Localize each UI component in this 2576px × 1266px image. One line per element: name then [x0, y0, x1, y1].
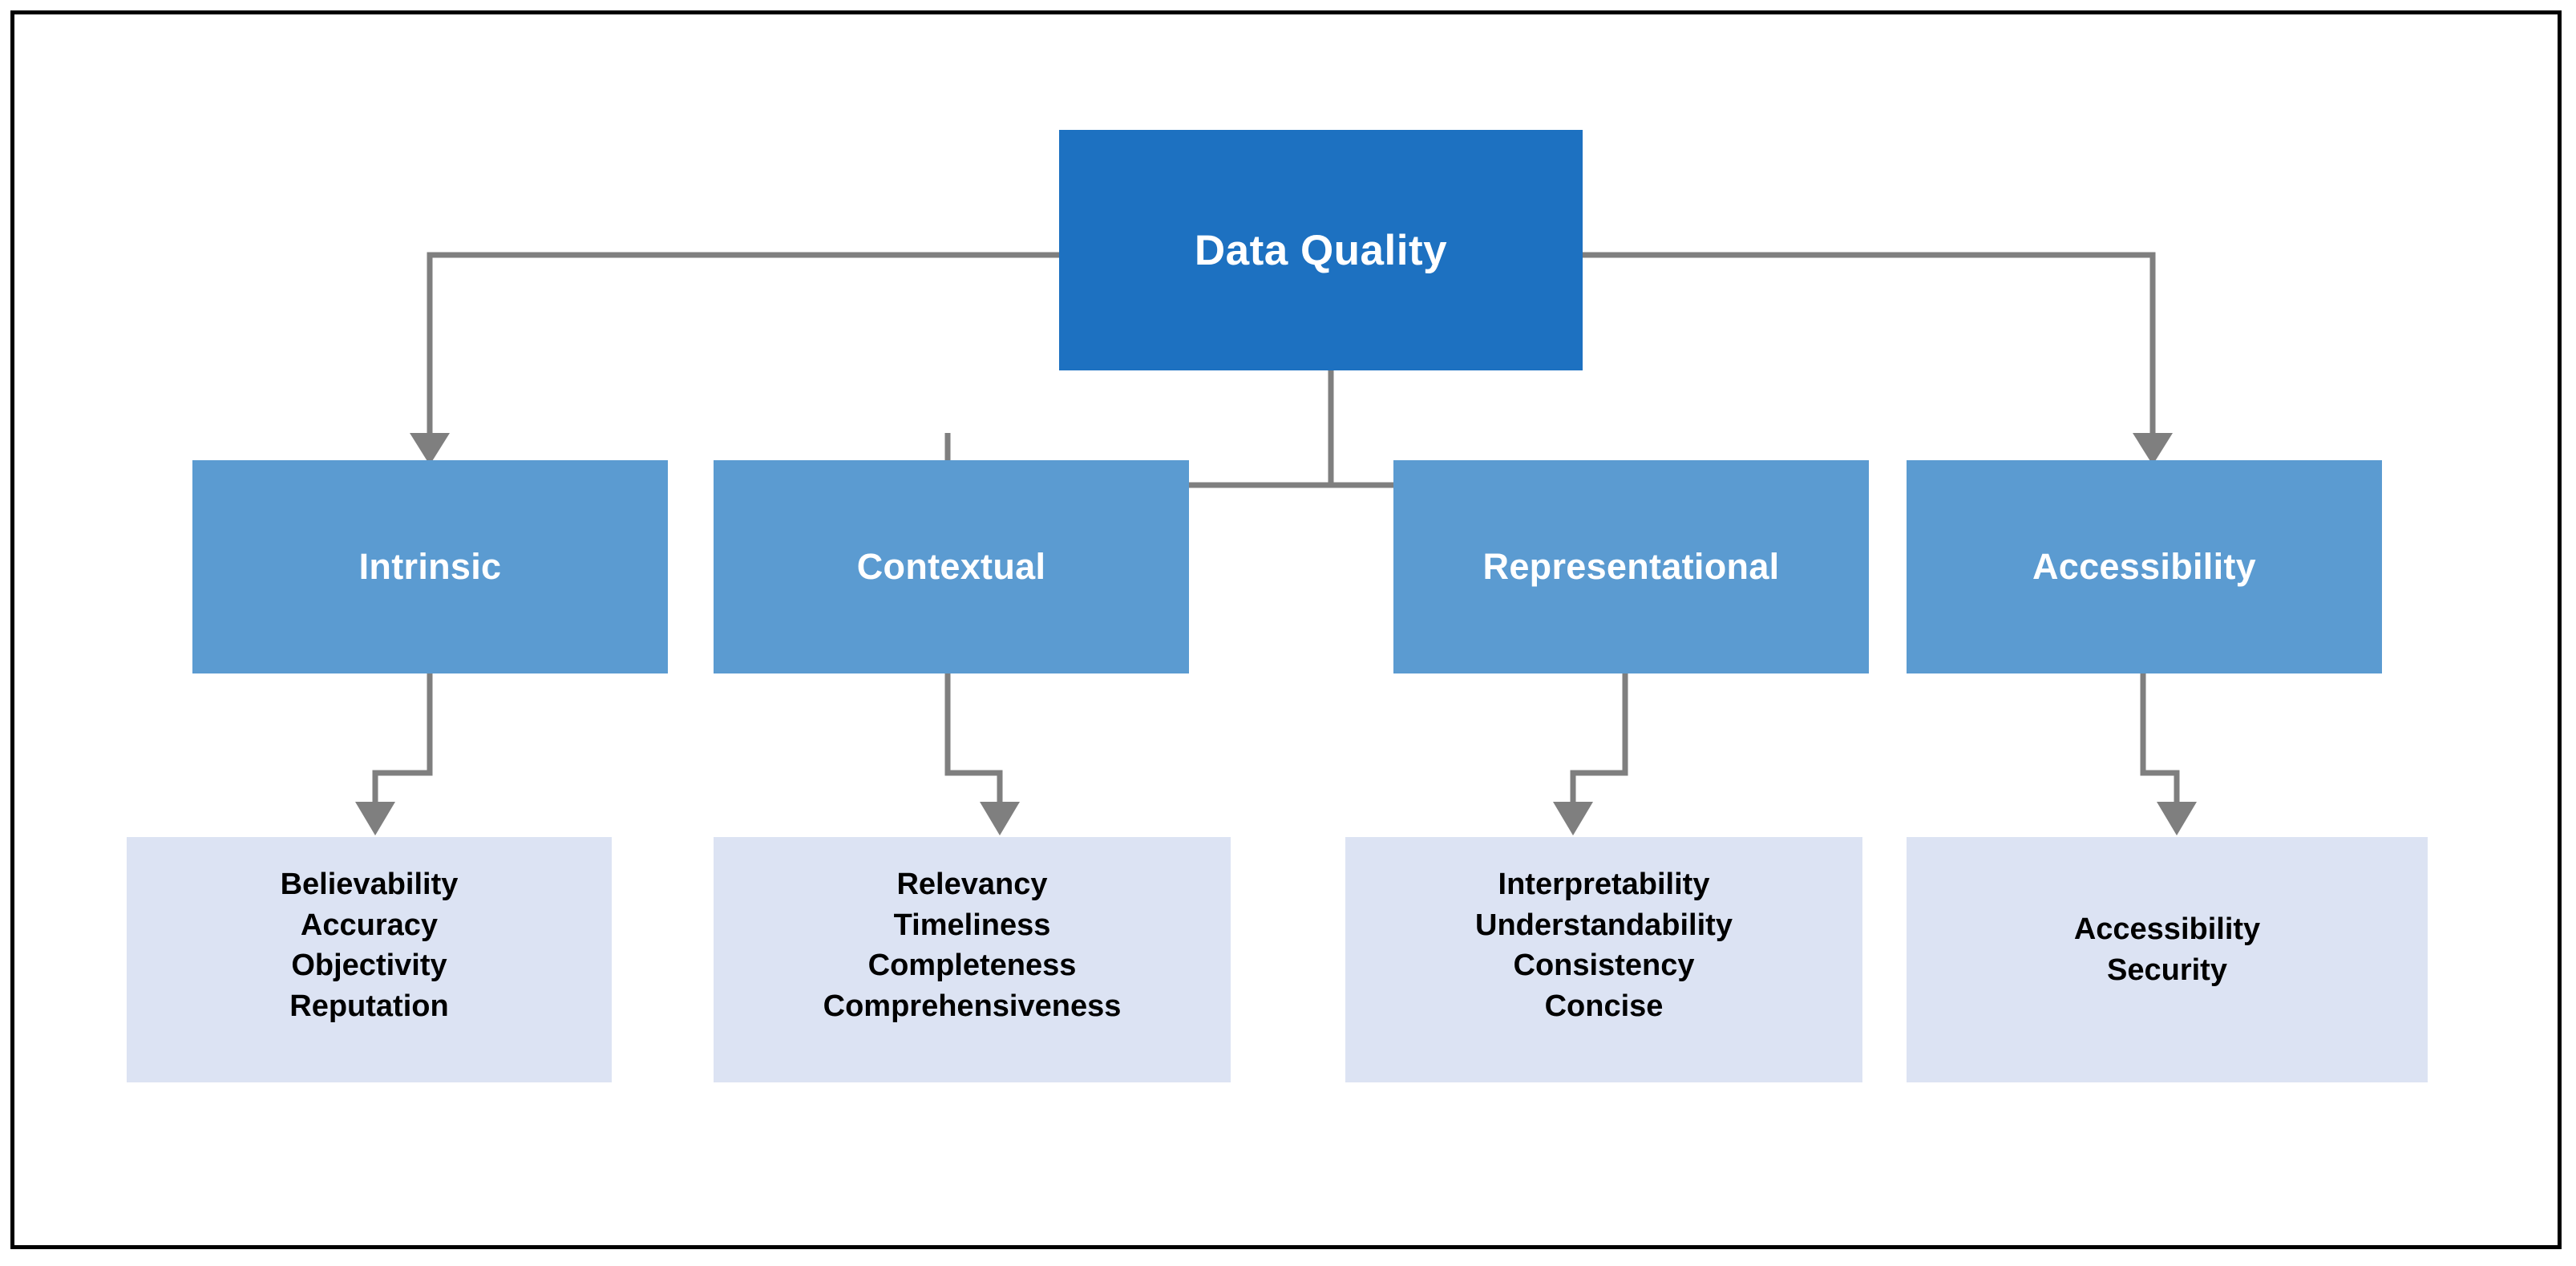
dimension-item: Reputation — [289, 989, 449, 1023]
connector-intrinsic-to-dimensions — [372, 673, 433, 802]
node-data-quality[interactable]: Data Quality — [1059, 130, 1583, 370]
arrowhead-intrinsic-dimensions — [355, 802, 395, 835]
dimension-item: Timeliness — [893, 908, 1051, 942]
arrowhead-accessibility-dimensions — [2157, 802, 2197, 835]
node-representational[interactable]: Representational — [1393, 460, 1869, 673]
connector-representational-to-dimensions — [1570, 673, 1628, 802]
node-representational-label: Representational — [1482, 546, 1780, 587]
dimension-item: Interpretability — [1498, 868, 1710, 901]
dimension-item: Objectivity — [291, 948, 447, 983]
arrowhead-contextual-dimensions — [980, 802, 1020, 835]
dimension-item: Believability — [280, 868, 459, 901]
node-accessibility[interactable]: Accessibility — [1907, 460, 2382, 673]
dimension-list-intrinsic: Believability Accuracy Objectivity Reput… — [281, 864, 459, 1026]
node-accessibility-label: Accessibility — [2032, 546, 2257, 587]
arrowhead-representational-dimensions — [1553, 802, 1593, 835]
node-intrinsic-label: Intrinsic — [358, 546, 502, 587]
node-intrinsic[interactable]: Intrinsic — [192, 460, 668, 673]
node-contextual-label: Contextual — [856, 546, 1046, 587]
dimension-item: Accuracy — [300, 908, 439, 942]
dimension-item: Understandability — [1475, 908, 1733, 942]
dimensions-representational: Interpretability Understandability Consi… — [1345, 837, 1862, 1082]
dimension-item: Accessibility — [2073, 912, 2261, 946]
dimensions-accessibility: Accessibility Security — [1907, 837, 2428, 1082]
connector-root-to-accessibility — [1583, 252, 2156, 433]
node-data-quality-label: Data Quality — [1194, 226, 1448, 274]
dimensions-intrinsic: Believability Accuracy Objectivity Reput… — [127, 837, 612, 1082]
dimension-item: Completeness — [867, 948, 1077, 983]
connector-contextual-to-dimensions — [944, 673, 1003, 802]
dimension-item: Concise — [1544, 989, 1664, 1023]
dimension-item: Relevancy — [896, 868, 1048, 901]
dimension-item: Comprehensiveness — [823, 989, 1122, 1023]
dimension-item: Consistency — [1513, 948, 1695, 983]
dimension-item: Security — [2107, 953, 2227, 987]
dimensions-contextual: Relevancy Timeliness Completeness Compre… — [714, 837, 1231, 1082]
dimension-list-accessibility: Accessibility Security — [2074, 909, 2260, 990]
node-contextual[interactable]: Contextual — [714, 460, 1189, 673]
connector-root-to-intrinsic — [427, 252, 1059, 433]
dimension-list-representational: Interpretability Understandability Consi… — [1475, 864, 1733, 1026]
connector-accessibility-to-dimensions — [2140, 673, 2180, 802]
dimension-list-contextual: Relevancy Timeliness Completeness Compre… — [823, 864, 1122, 1026]
